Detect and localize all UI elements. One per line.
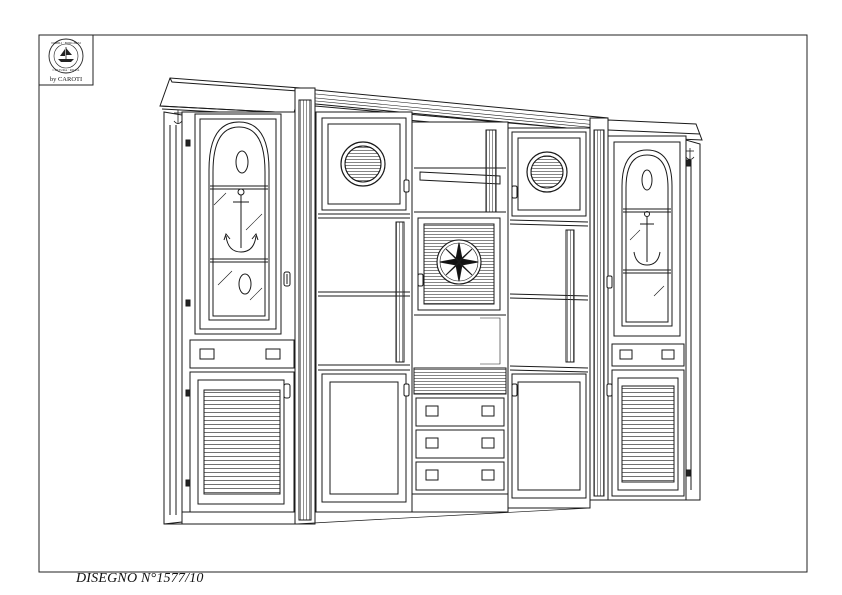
anchor-icon <box>223 188 259 253</box>
drawing-number-caption: DISEGNO N°1577/10 <box>76 571 204 586</box>
porthole-vent-icon <box>340 141 386 187</box>
anchor-icon <box>173 110 183 124</box>
logo-arc-top: NOBILI · BORGHESI <box>51 41 80 45</box>
compass-rose-icon <box>436 239 482 285</box>
center-left-bay <box>315 111 413 513</box>
logo-arc-bottom: CULTURA · RICCA <box>53 68 81 72</box>
right-side-cabinet <box>606 119 703 501</box>
drawing-frame <box>38 34 808 573</box>
company-logo: NOBILI · BORGHESI CULTURA · RICCA by CAR… <box>38 34 94 86</box>
center-right-bay <box>507 127 591 509</box>
porthole-vent-icon <box>526 151 568 193</box>
ship-emblem-icon <box>58 47 74 62</box>
logo-brand: by CAROTI <box>50 76 82 83</box>
center-middle-column <box>411 121 509 513</box>
left-side-cabinet <box>159 77 301 525</box>
anchor-icon <box>633 211 661 266</box>
furniture-wall-unit <box>159 77 703 525</box>
